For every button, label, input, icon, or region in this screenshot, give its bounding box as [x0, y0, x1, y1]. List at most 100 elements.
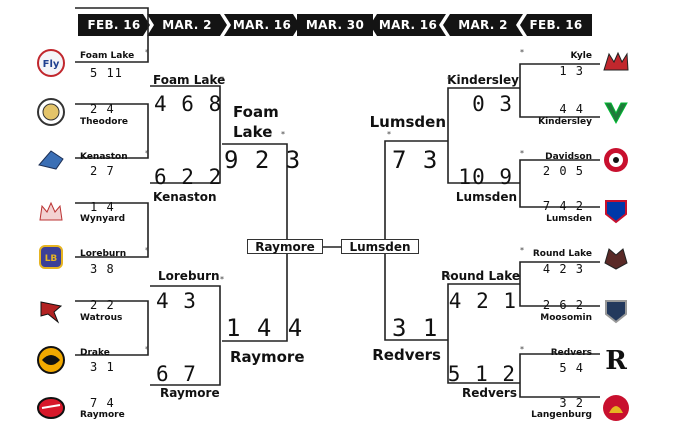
- r1-right-marker-3: *: [520, 246, 524, 255]
- r2-left-score-3: 4 3: [156, 289, 197, 313]
- semi-left-score-1: 9 2 3: [224, 146, 302, 174]
- r1-right-bracket-1: [519, 63, 600, 118]
- kyle-logo: [603, 51, 629, 71]
- r1-left-bracket-2: [75, 103, 149, 159]
- r1-left-team-7: Drake: [80, 348, 110, 358]
- r1-right-team-8: Langenburg: [531, 410, 592, 420]
- r1-left-score-2: 2 4: [90, 102, 115, 116]
- final-right-team: Lumsden: [341, 239, 419, 254]
- loreburn-logo: LB: [39, 245, 63, 269]
- r2-left-bracket-1: [150, 85, 221, 184]
- semi-left-team-2: Raymore: [230, 348, 305, 366]
- r1-left-score-4: 1 4: [90, 200, 115, 214]
- r1-left-team-5: Loreburn: [80, 249, 127, 259]
- r2-left-team-3: Loreburn: [158, 269, 220, 283]
- semi-right-team-2: Redvers: [372, 346, 441, 364]
- r1-right-team-1: Kyle: [570, 51, 592, 61]
- r1-right-team-2: Kindersley: [538, 117, 592, 127]
- semi-right-marker-1: *: [387, 130, 391, 139]
- r2-right-team-4: Redvers: [462, 386, 517, 400]
- r1-right-score-5: 4 2 3: [542, 262, 584, 276]
- r1-right-marker-1: *: [520, 48, 524, 57]
- r1-right-score-1: 1 3: [559, 64, 584, 78]
- svg-text:R: R: [605, 346, 627, 374]
- r1-left-bracket-3: [75, 202, 149, 258]
- final-left-team: Raymore: [247, 239, 323, 254]
- flyers-logo: Fly: [37, 49, 65, 77]
- r1-right-team-4: Lumsden: [546, 214, 592, 224]
- r1-left-team-8: Raymore: [80, 410, 125, 420]
- r1-left-bracket-1: [75, 7, 149, 63]
- r1-right-marker-4: *: [520, 345, 524, 354]
- r2-right-score-1: 0 3: [472, 92, 513, 116]
- watrous-logo: [40, 301, 63, 324]
- lumsden-logo: [605, 200, 627, 224]
- round-date-5: MAR. 16: [370, 14, 446, 36]
- theodore-logo: [37, 98, 65, 126]
- r1-left-team-2: Theodore: [80, 117, 129, 127]
- r2-left-team-2: Kenaston: [153, 190, 217, 204]
- r2-right-score-2: 10 9: [458, 165, 513, 189]
- r1-right-team-6: Moosomin: [540, 313, 592, 323]
- r1-right-score-8: 3 2: [559, 396, 584, 410]
- semi-right-team-1: Lumsden: [369, 113, 446, 131]
- r1-left-marker-3: *: [145, 246, 149, 255]
- r2-right-team-1: Kindersley: [447, 73, 519, 87]
- r1-left-bracket-4: [75, 300, 149, 356]
- kenaston-logo: [38, 150, 64, 170]
- round-date-6: MAR. 2: [443, 14, 523, 36]
- wynyard-logo: [39, 201, 63, 221]
- r1-left-score-5: 3 8: [90, 262, 115, 276]
- r1-left-score-6: 2 2: [90, 298, 115, 312]
- r2-left-score-1: 4 6 8: [154, 92, 223, 116]
- r1-left-team-1: Foam Lake: [80, 51, 135, 61]
- r1-right-team-7: Redvers: [550, 348, 592, 358]
- semi-left-score-2: 1 4 4: [226, 314, 304, 342]
- r2-right-team-3: Round Lake: [441, 269, 520, 283]
- round-date-2: MAR. 2: [147, 14, 227, 36]
- r1-left-score-8: 7 4: [90, 396, 115, 410]
- drake-logo: [37, 346, 65, 374]
- r2-left-score-4: 6 7: [156, 362, 197, 386]
- r2-right-bracket-1: [447, 87, 520, 184]
- round-date-3: MAR. 16: [224, 14, 300, 36]
- r1-left-marker-1: *: [145, 48, 149, 57]
- round-date-4: MAR. 30: [297, 14, 373, 36]
- r2-left-team-1: Foam Lake: [153, 73, 226, 87]
- semi-left-marker-1: *: [281, 130, 285, 139]
- round-date-7: FEB. 16: [520, 14, 592, 36]
- r2-right-marker-2: *: [447, 273, 451, 282]
- r2-right-score-3: 4 2 1: [448, 289, 517, 313]
- r1-right-score-3: 2 0 5: [542, 164, 584, 178]
- r1-right-bracket-4: [519, 353, 600, 398]
- r1-right-team-3: Davidson: [545, 152, 592, 162]
- r1-left-marker-2: *: [145, 149, 149, 158]
- r1-right-score-6: 2 6 2: [542, 298, 584, 312]
- r1-right-score-2: 4 4: [559, 102, 584, 116]
- roundlake-logo: [604, 248, 628, 270]
- semi-right-score-1: 7 3: [392, 146, 439, 174]
- semi-left-team-1: Foam Lake: [233, 103, 279, 141]
- r1-right-marker-2: *: [520, 149, 524, 158]
- redvers-logo: R: [605, 346, 627, 374]
- davidson-logo: [604, 148, 628, 172]
- r1-left-team-3: Kenaston: [80, 152, 128, 162]
- kindersley-logo: [604, 102, 628, 125]
- r1-left-score-1: 5 11: [90, 66, 123, 80]
- r2-right-team-2: Lumsden: [455, 190, 517, 204]
- r2-left-team-4: Raymore: [160, 386, 220, 400]
- langenburg-logo: [603, 395, 629, 421]
- r2-left-score-2: 6 2 2: [154, 165, 223, 189]
- r2-right-marker-1: *: [447, 75, 451, 84]
- moosomin-logo: [605, 300, 627, 324]
- r1-left-marker-4: *: [145, 345, 149, 354]
- r2-right-bracket-2: [447, 283, 520, 384]
- r1-left-team-4: Wynyard: [80, 214, 126, 224]
- r1-left-team-6: Watrous: [80, 313, 123, 323]
- r2-left-bracket-2: [150, 285, 221, 386]
- r1-right-team-5: Round Lake: [532, 249, 592, 259]
- r1-right-score-7: 5 4: [559, 361, 584, 375]
- r1-left-score-7: 3 1: [90, 360, 115, 374]
